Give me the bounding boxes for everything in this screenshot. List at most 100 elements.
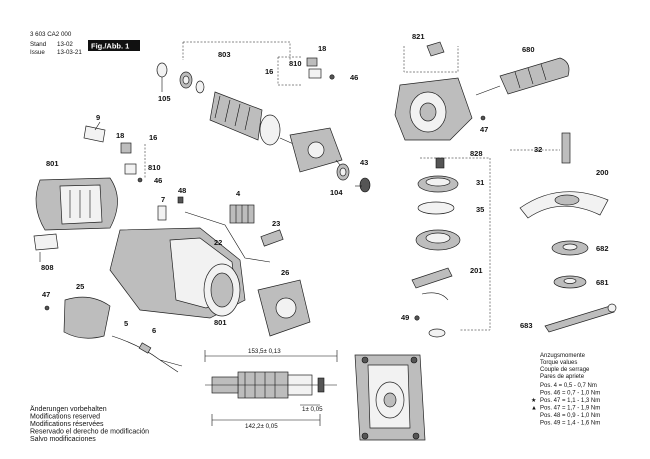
part-screw-46a bbox=[329, 74, 335, 80]
part-screw-48 bbox=[177, 196, 184, 204]
part-fan bbox=[259, 114, 281, 146]
part-handle-680 bbox=[499, 57, 570, 95]
stand-value: 13-02 bbox=[57, 41, 73, 48]
part-cable-5 bbox=[111, 335, 161, 361]
dim-axial-play: 1± 0,05 bbox=[302, 406, 323, 413]
callout-682: 682 bbox=[596, 244, 609, 253]
torque-row-0: Pos. 4 = 0,5 - 0,7 Nm bbox=[540, 383, 597, 389]
callout-6: 6 bbox=[152, 326, 156, 335]
part-cable-6 bbox=[159, 359, 183, 373]
callout-16a: 16 bbox=[265, 67, 273, 76]
callout-828: 828 bbox=[470, 149, 483, 158]
dim-overall: 153,5± 0,13 bbox=[248, 348, 281, 355]
part-slide-23 bbox=[260, 229, 284, 247]
part-cable-sleeve bbox=[138, 342, 152, 354]
part-cap-25 bbox=[63, 296, 111, 339]
callout-49: 49 bbox=[401, 313, 409, 322]
note-line-3: Reservado el derecho de modificación bbox=[30, 429, 149, 436]
callout-35: 35 bbox=[476, 205, 484, 214]
fig-label: Fig./Abb. 1 bbox=[91, 42, 129, 51]
callout-5: 5 bbox=[124, 319, 128, 328]
note-line-0: Änderungen vorbehalten bbox=[30, 405, 107, 413]
part-spring-201 bbox=[411, 267, 453, 289]
torque-title-1: Torque values bbox=[540, 360, 577, 366]
note-line-4: Salvo modificaciones bbox=[30, 436, 96, 443]
note-line-1: Modifications reserved bbox=[30, 414, 100, 421]
callout-821: 821 bbox=[412, 32, 425, 41]
part-ring-35 bbox=[417, 201, 455, 215]
torque-sym-2: ★ bbox=[531, 397, 536, 404]
part-spindle-32 bbox=[561, 132, 571, 164]
callout-808: 808 bbox=[41, 263, 54, 272]
callout-680: 680 bbox=[522, 45, 535, 54]
callout-labels: 803 810 18 16 46 105 9 18 16 810 46 801 … bbox=[41, 32, 609, 335]
callout-26: 26 bbox=[281, 268, 289, 277]
callout-201: 201 bbox=[470, 266, 483, 275]
bracket-803 bbox=[182, 41, 291, 60]
part-ring-small bbox=[156, 62, 168, 78]
callout-18b: 18 bbox=[116, 131, 124, 140]
callout-200: 200 bbox=[596, 168, 609, 177]
part-armature-803 bbox=[209, 91, 263, 141]
part-label-9 bbox=[83, 125, 106, 143]
header-block: 3 603 CA2 000 Stand 13-02 Issue 13-03-21… bbox=[30, 31, 140, 56]
part-spindle-lock bbox=[426, 41, 445, 57]
callout-47b: 47 bbox=[480, 125, 488, 134]
torque-table: Anzugsmomente Torque values Couple de se… bbox=[531, 353, 600, 427]
torque-title-0: Anzugsmomente bbox=[540, 353, 586, 359]
torque-row-4: Pos. 48 = 0,9 - 1,0 Nm bbox=[540, 413, 600, 419]
doc-number: 3 603 CA2 000 bbox=[30, 31, 72, 38]
callout-9: 9 bbox=[96, 113, 100, 122]
callout-7: 7 bbox=[161, 195, 165, 204]
callout-18a: 18 bbox=[318, 44, 326, 53]
callout-22: 22 bbox=[214, 238, 222, 247]
callout-801a: 801 bbox=[46, 159, 59, 168]
fig-label-box bbox=[88, 40, 140, 51]
torque-row-5: Pos. 49 = 1,4 - 1,6 Nm bbox=[540, 421, 600, 427]
part-brush-holder-18 bbox=[306, 57, 318, 67]
housing-top-view bbox=[354, 354, 426, 441]
part-clip-7 bbox=[157, 205, 167, 221]
part-screw-47b bbox=[480, 115, 486, 121]
callout-31: 31 bbox=[476, 178, 484, 187]
part-rod-22 bbox=[184, 211, 271, 263]
issue-value: 13-03-21 bbox=[57, 49, 82, 56]
callout-25: 25 bbox=[76, 282, 84, 291]
callout-681: 681 bbox=[596, 278, 609, 287]
callout-46a: 46 bbox=[350, 73, 358, 82]
torque-title-2: Couple de serrage bbox=[540, 367, 590, 373]
callout-43: 43 bbox=[360, 158, 368, 167]
modification-notes: Änderungen vorbehalten Modifications res… bbox=[30, 405, 149, 443]
part-spanner-683 bbox=[544, 305, 615, 333]
armature-group bbox=[156, 41, 371, 193]
torque-row-3: Pos. 47 = 1,7 - 1,9 Nm bbox=[540, 406, 600, 412]
callout-32: 32 bbox=[534, 145, 542, 154]
brush-kit-top bbox=[277, 56, 335, 86]
callout-105: 105 bbox=[158, 94, 171, 103]
part-plate-808 bbox=[33, 233, 59, 251]
callout-810b: 810 bbox=[148, 163, 161, 172]
armature-dimension-drawing: 153,5± 0,13 1± 0,05 142,2± 0,05 bbox=[204, 348, 338, 430]
callout-16b: 16 bbox=[149, 133, 157, 142]
part-brush-holder-18b bbox=[120, 142, 132, 154]
part-screw-47a bbox=[44, 305, 50, 311]
part-brush-810b bbox=[124, 163, 137, 175]
part-screw-46b bbox=[137, 177, 143, 183]
torque-title-3: Pares de apriete bbox=[540, 374, 585, 380]
callout-803: 803 bbox=[218, 50, 231, 59]
housing-parts bbox=[33, 121, 311, 373]
stand-label: Stand bbox=[30, 41, 47, 48]
torque-sym-3: ▲ bbox=[531, 406, 537, 412]
callout-23: 23 bbox=[272, 219, 280, 228]
callout-48: 48 bbox=[178, 186, 186, 195]
callout-683: 683 bbox=[520, 321, 533, 330]
note-line-2: Modifications réservées bbox=[30, 421, 104, 428]
issue-label: Issue bbox=[30, 49, 45, 56]
torque-row-1: Pos. 46 = 0,7 - 1,0 Nm bbox=[540, 391, 600, 397]
part-screw-49 bbox=[414, 315, 420, 321]
callout-4: 4 bbox=[236, 189, 241, 198]
callout-47a: 47 bbox=[42, 290, 50, 299]
torque-row-2: Pos. 47 = 1,1 - 1,3 Nm bbox=[540, 398, 600, 404]
part-washer-105 bbox=[195, 80, 205, 94]
